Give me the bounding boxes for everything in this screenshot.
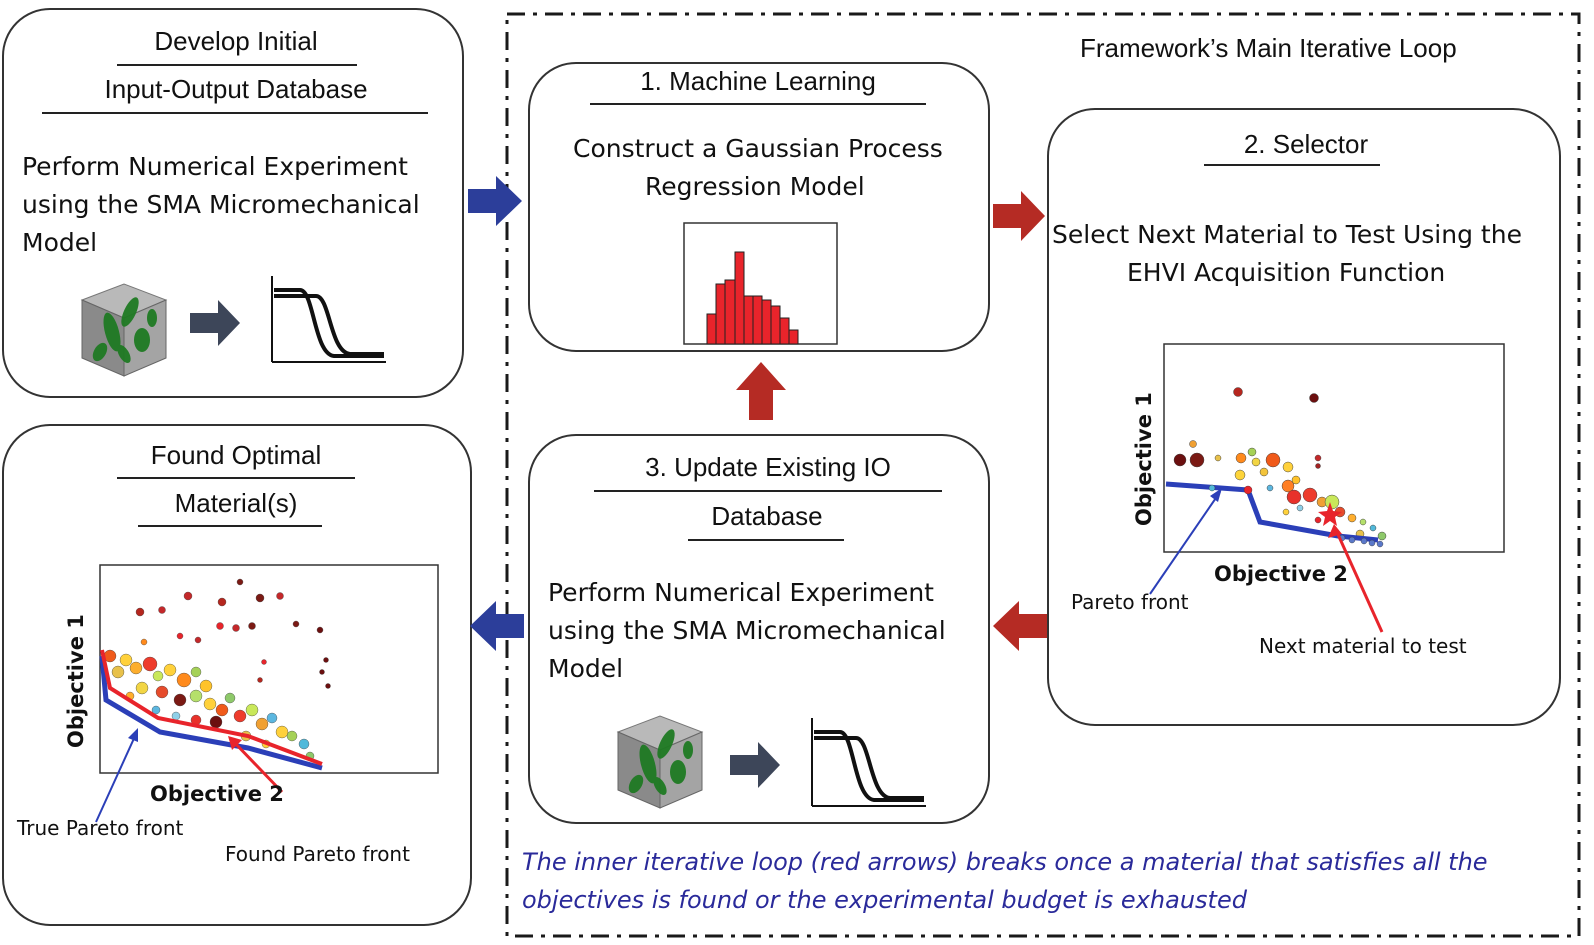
selector-title: 2. Selector — [1243, 129, 1369, 159]
blue-arrow-right — [468, 176, 522, 226]
update-title-line2: Database — [711, 501, 823, 531]
selector-plot-xlabel: Objective 2 — [1214, 562, 1348, 586]
update-body-line2: using the SMA Micromechanical — [548, 616, 946, 645]
initial-database-box — [2, 8, 464, 398]
selector-plot-ylabel: Objective 1 — [1132, 392, 1156, 526]
selector-pareto-label: Pareto front — [1071, 590, 1189, 614]
optimal-plot-ylabel: Objective 1 — [64, 614, 88, 748]
update-body-line1: Perform Numerical Experiment — [548, 578, 934, 607]
optimal-title-underline1 — [117, 477, 355, 479]
ml-title-underline — [590, 103, 926, 105]
optimal-plot-xlabel: Objective 2 — [150, 782, 284, 806]
initial-body-line3: Model — [22, 228, 98, 257]
initial-title-underline2 — [42, 112, 428, 114]
update-body-line3: Model — [548, 654, 624, 683]
selector-body-line2: EHVI Acquisition Function — [1127, 258, 1446, 287]
ml-body-line2: Regression Model — [645, 172, 865, 201]
selector-pareto-plot — [1149, 343, 1505, 633]
red-arrow-up — [736, 362, 786, 420]
update-dark-arrow-icon — [730, 742, 780, 788]
red-arrow-right — [993, 191, 1045, 241]
update-micro-cube-icon — [616, 715, 704, 809]
update-title-underline2 — [688, 539, 844, 541]
initial-transformation-curve — [271, 276, 386, 363]
update-transformation-curve — [811, 718, 926, 807]
note-line2: objectives is found or the experimental … — [522, 886, 1247, 914]
loop-break-note: The inner iterative loop (red arrows) br… — [522, 843, 1488, 919]
selector-next-material-label: Next material to test — [1259, 634, 1467, 658]
optimal-title-line1: Found Optimal — [150, 440, 322, 470]
optimal-title-underline2 — [138, 525, 322, 527]
update-title-underline1 — [594, 490, 942, 492]
selector-body-line1: Select Next Material to Test Using the — [1052, 220, 1522, 249]
initial-title-line1: Develop Initial — [154, 26, 318, 56]
update-title-line1: 3. Update Existing IO — [645, 452, 891, 482]
main-loop-frame — [505, 12, 1581, 938]
initial-title-underline1 — [117, 64, 357, 66]
optimal-title-line2: Material(s) — [174, 488, 298, 518]
initial-body-line2: using the SMA Micromechanical — [22, 190, 420, 219]
gpr-histogram-icon — [683, 222, 838, 345]
note-line1: The inner iterative loop (red arrows) br… — [522, 848, 1488, 876]
optimal-found-pareto-label: Found Pareto front — [225, 842, 410, 866]
optimal-pareto-plot — [95, 564, 439, 823]
initial-dark-arrow-icon — [190, 300, 240, 346]
red-arrow-left — [993, 601, 1047, 651]
ml-body-line1: Construct a Gaussian Process — [573, 134, 943, 163]
initial-body-line1: Perform Numerical Experiment — [22, 152, 408, 181]
initial-micro-cube-icon — [80, 283, 168, 377]
frame-title: Framework’s Main Iterative Loop — [1080, 33, 1457, 63]
ml-title: 1. Machine Learning — [640, 66, 876, 96]
optimal-true-pareto-label: True Pareto front — [17, 816, 184, 840]
blue-arrow-left — [470, 601, 524, 651]
initial-title-line2: Input-Output Database — [104, 74, 368, 104]
selector-title-underline — [1204, 164, 1380, 166]
